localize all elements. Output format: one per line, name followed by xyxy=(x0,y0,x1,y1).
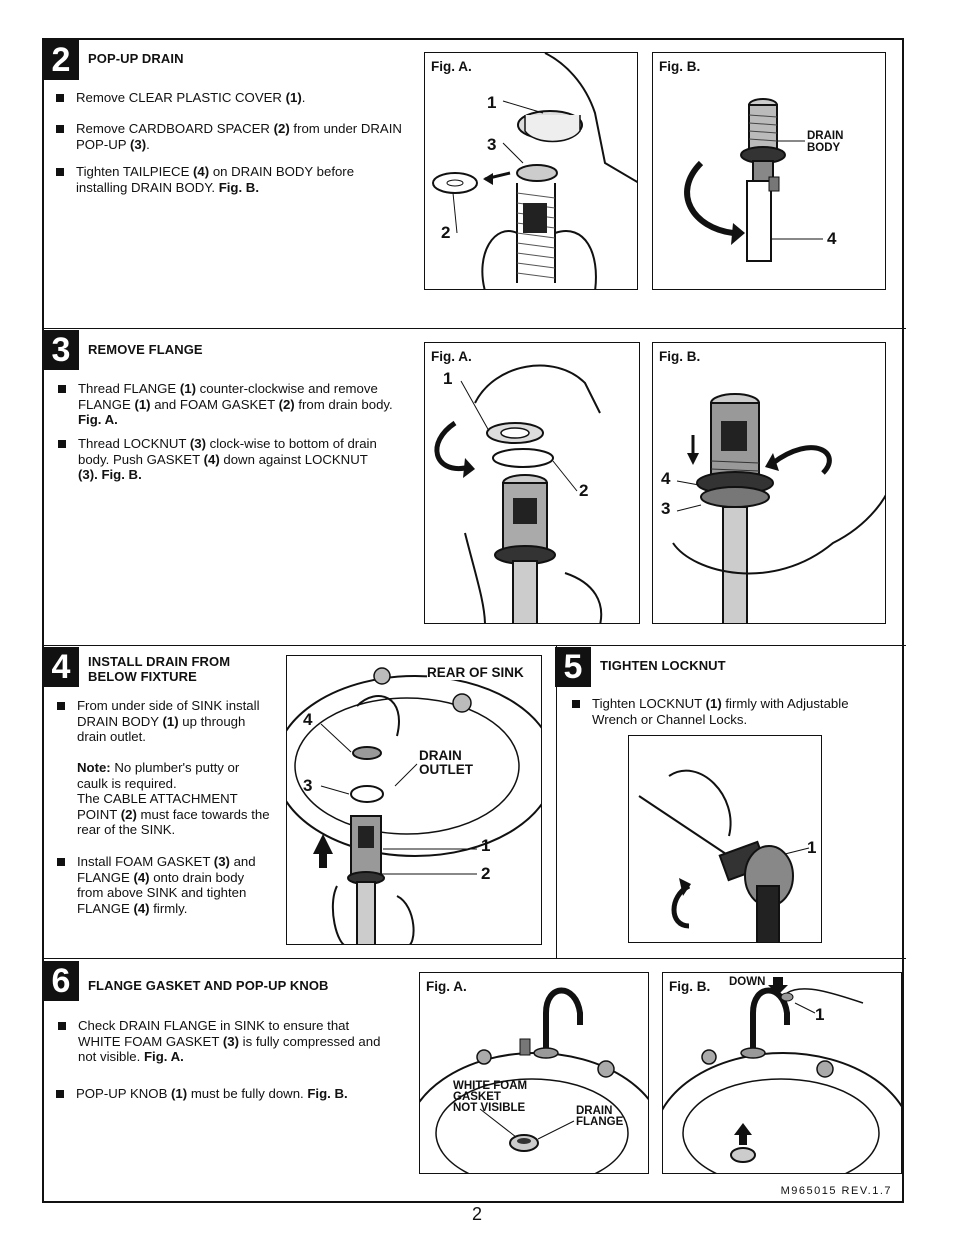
fig-label: Fig. A. xyxy=(426,979,467,994)
fig-label: Fig. B. xyxy=(669,979,711,994)
wrench-locknut-illustration xyxy=(638,769,810,942)
fig-label: Fig. A. xyxy=(431,349,472,364)
callout-outlet: OUTLET xyxy=(419,762,473,777)
bullet-square-icon xyxy=(57,858,65,866)
step-2-bullet-2: Remove CARDBOARD SPACER (2) from under D… xyxy=(56,121,406,152)
bullet-square-icon xyxy=(56,125,64,133)
remove-flange-illustration xyxy=(434,364,603,623)
drain-popup-illustration xyxy=(432,53,637,289)
callout-4: 4 xyxy=(827,229,837,248)
step-2-fig-b: Fig. B. DRAIN BODY 4 xyxy=(652,52,886,290)
document-revision-code: M965015 REV.1.7 xyxy=(780,1185,892,1197)
callout-rear-of-sink: REAR OF SINK xyxy=(427,665,524,680)
popup-knob-illustration xyxy=(663,977,901,1173)
bullet-square-icon xyxy=(58,1022,66,1030)
callout-drain: DRAIN xyxy=(807,130,844,142)
step-6-number: 6 xyxy=(43,961,79,1001)
bullet-square-icon xyxy=(58,440,66,448)
step-2-title: POP-UP DRAIN xyxy=(88,51,184,66)
step-3-bullet-2: Thread LOCKNUT (3) clock-wise to bottom … xyxy=(58,436,388,483)
locknut-illustration xyxy=(672,393,885,623)
callout-flange: FLANGE xyxy=(576,1116,624,1128)
step-4-title: INSTALL DRAIN FROM BELOW FIXTURE xyxy=(88,654,230,684)
callout-4: 4 xyxy=(661,469,671,488)
callout-2: 2 xyxy=(579,481,589,500)
step-5-fig: 1 xyxy=(628,735,822,943)
step-3-bullet-1: Thread FLANGE (1) counter-clockwise and … xyxy=(58,381,418,428)
divider-4-5 xyxy=(556,645,557,958)
callout-white-foam: WHITE FOAM xyxy=(453,1080,528,1092)
sink-flange-illustration xyxy=(420,987,648,1173)
callout-3: 3 xyxy=(661,499,671,518)
step-6-fig-a: Fig. A. WHITE FOAM GASKET NOT VISIBLE DR… xyxy=(419,972,649,1174)
step-2-bullet-3: Tighten TAILPIECE (4) on DRAIN BODY befo… xyxy=(56,164,406,195)
step-4-bullet-1: From under side of SINK install DRAIN BO… xyxy=(57,698,273,745)
callout-body: BODY xyxy=(807,142,841,154)
step-3-fig-a: Fig. A. 1 2 xyxy=(424,342,640,624)
bullet-square-icon xyxy=(572,700,580,708)
fig-label: Fig. B. xyxy=(659,59,701,74)
step-4-fig: REAR OF SINK DRAIN OUTLET 4 3 1 2 xyxy=(286,655,542,945)
drain-body-illustration xyxy=(684,98,823,262)
fig-label: Fig. A. xyxy=(431,59,472,74)
page-number: 2 xyxy=(471,1204,482,1224)
step-5-bullet: Tighten LOCKNUT (1) firmly with Adjustab… xyxy=(572,696,892,727)
bullet-square-icon xyxy=(56,1090,64,1098)
step-5-title: TIGHTEN LOCKNUT xyxy=(600,658,726,673)
callout-2: 2 xyxy=(481,864,491,883)
callout-not-visible: NOT VISIBLE xyxy=(453,1102,526,1114)
step-4-number: 4 xyxy=(43,647,79,687)
callout-1: 1 xyxy=(487,93,497,112)
callout-4: 4 xyxy=(303,710,313,729)
instruction-frame xyxy=(42,38,904,1203)
install-drain-illustration xyxy=(287,667,541,944)
step-3-number: 3 xyxy=(43,330,79,370)
divider-4-6 xyxy=(42,958,906,959)
bullet-square-icon xyxy=(58,385,66,393)
step-2-number: 2 xyxy=(43,40,79,80)
callout-down: DOWN xyxy=(729,976,766,988)
step-6-fig-b: Fig. B. DOWN 1 xyxy=(662,972,902,1174)
callout-1: 1 xyxy=(481,836,491,855)
callout-3: 3 xyxy=(487,135,497,154)
bullet-square-icon xyxy=(56,94,64,102)
step-4-note: Note: No plumber's putty or caulk is req… xyxy=(77,760,270,838)
step-6-bullet-1: Check DRAIN FLANGE in SINK to ensure tha… xyxy=(58,1018,390,1065)
step-2-bullet-1: Remove CLEAR PLASTIC COVER (1). xyxy=(56,90,406,106)
bullet-square-icon xyxy=(56,168,64,176)
callout-drain: DRAIN xyxy=(419,748,462,763)
step-3-title: REMOVE FLANGE xyxy=(88,342,203,357)
fig-label: Fig. B. xyxy=(659,349,701,364)
callout-1: 1 xyxy=(807,838,817,857)
step-2-fig-a: Fig. A. 1 3 2 xyxy=(424,52,638,290)
step-6-bullet-2: POP-UP KNOB (1) must be fully down. Fig.… xyxy=(56,1086,396,1102)
divider-3-4 xyxy=(42,645,906,646)
callout-2: 2 xyxy=(441,223,451,242)
callout-1: 1 xyxy=(815,1005,825,1024)
divider-2-3 xyxy=(42,328,906,329)
step-4-title-line-2: BELOW FIXTURE xyxy=(88,669,197,684)
callout-drain: DRAIN xyxy=(576,1105,613,1117)
step-3-fig-b: Fig. B. 4 3 xyxy=(652,342,886,624)
callout-gasket: GASKET xyxy=(453,1091,501,1103)
step-6-title: FLANGE GASKET AND POP-UP KNOB xyxy=(88,978,329,993)
callout-1: 1 xyxy=(443,369,453,388)
callout-3: 3 xyxy=(303,776,313,795)
step-4-bullet-2: Install FOAM GASKET (3) and FLANGE (4) o… xyxy=(57,854,273,916)
step-4-title-line-1: INSTALL DRAIN FROM xyxy=(88,654,231,669)
bullet-square-icon xyxy=(57,702,65,710)
step-5-number: 5 xyxy=(555,647,591,687)
